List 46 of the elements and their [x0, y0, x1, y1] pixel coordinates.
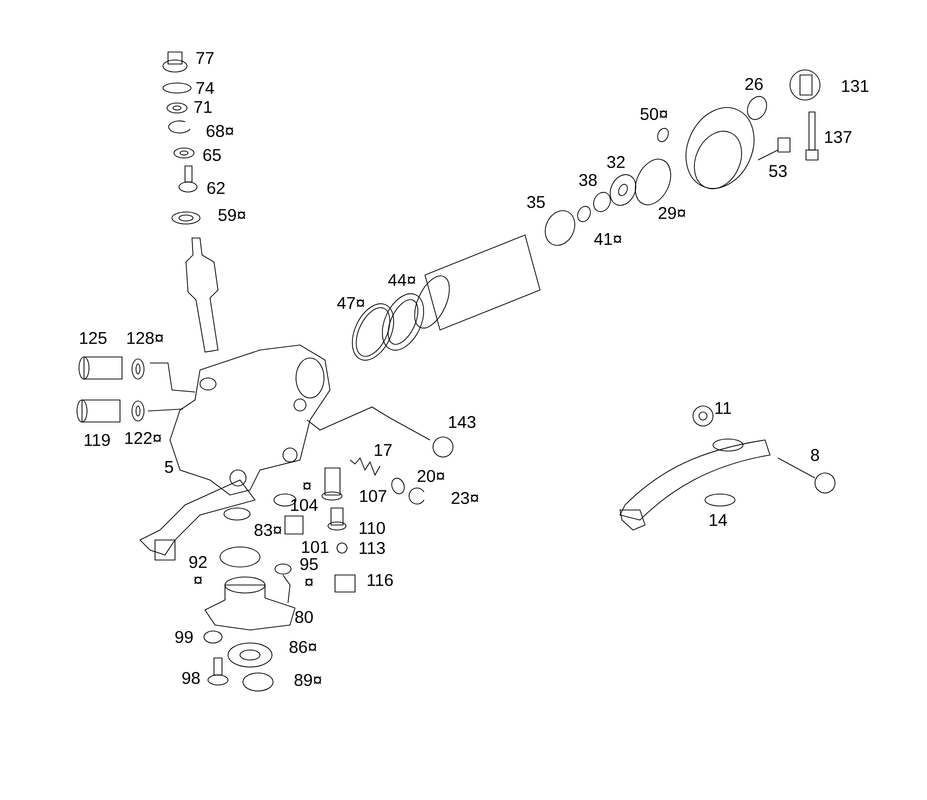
callout-number: 107 [360, 490, 386, 502]
callout-number: 101 [302, 540, 328, 554]
callout-number: 99 [175, 630, 193, 644]
callout-number: 8 [811, 448, 819, 462]
callout-number: 59¤ [218, 208, 246, 222]
callout-number: 62 [207, 182, 225, 194]
callout-number: 125 [80, 332, 106, 344]
callout-number: 14 [710, 514, 727, 526]
callout-number: 47¤ [337, 297, 364, 309]
callout-number: 116 [368, 574, 393, 586]
callout-number: 20¤ [418, 470, 444, 482]
callout-number: 32 [607, 156, 625, 168]
callout-number: 44¤ [388, 274, 416, 286]
callout-number: 65 [203, 148, 221, 162]
callout-number: 137 [825, 130, 852, 144]
callout-number: 86¤ [290, 640, 316, 654]
callout-number: 92 ¤ [189, 556, 207, 584]
callout-number: 41¤ [594, 233, 622, 245]
callout-number: 74 [196, 82, 214, 94]
callout-number: 29¤ [658, 206, 686, 220]
callout-number: 53 [769, 164, 787, 178]
callout-number: 71 [194, 101, 212, 113]
callout-number: 38 [579, 174, 597, 186]
callout-number: 50¤ [640, 108, 668, 120]
callout-number: 131 [842, 80, 868, 92]
callout-number: 98 [182, 672, 200, 684]
callout-number: ¤ [303, 482, 311, 490]
callout-number: 77 [196, 52, 214, 64]
callout-number: 23¤ [452, 492, 478, 504]
callout-number: 113 [360, 542, 385, 554]
callout-number: 17 [374, 444, 392, 456]
callout-number: 83¤ [254, 524, 282, 536]
callout-number: 5 [164, 461, 174, 473]
callout-number: 89¤ [294, 674, 322, 686]
callout-number: 110 [360, 522, 385, 534]
callout-number: 143 [449, 416, 476, 428]
callout-number: 68¤ [206, 124, 234, 138]
callout-number: 119 [84, 434, 110, 446]
callout-number: 11 [715, 402, 731, 414]
callout-number: 122¤ [125, 432, 161, 444]
callout-number: 80 [295, 610, 313, 624]
callout-number: 35 [527, 196, 545, 208]
callout-number: 104 [291, 498, 318, 512]
callout-number: 95 ¤ [300, 558, 318, 586]
callout-number: 128¤ [127, 332, 163, 344]
callout-number: 26 [745, 78, 763, 90]
